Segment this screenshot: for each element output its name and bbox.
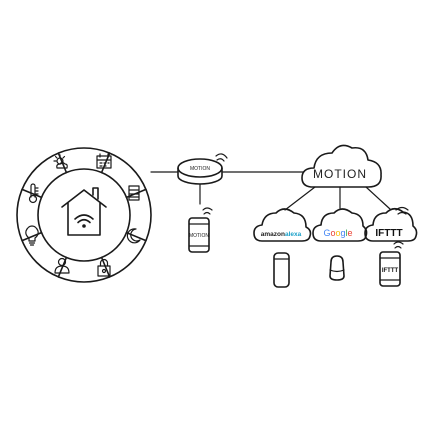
ring-divider bbox=[125, 231, 147, 242]
ifttt-phone-wifi-icon bbox=[393, 241, 404, 249]
ifttt-label: IFTTT bbox=[375, 228, 402, 239]
bulb-icon bbox=[25, 225, 39, 246]
calendar-icon bbox=[96, 153, 112, 169]
ring-outer bbox=[16, 147, 152, 283]
home-ring bbox=[16, 147, 152, 283]
house-icon bbox=[61, 187, 107, 236]
ifttt-cloud: IFTTT bbox=[364, 206, 418, 242]
ifttt-phone: IFTTT bbox=[379, 241, 404, 287]
google-letter: G bbox=[323, 228, 330, 238]
echo-speaker-icon bbox=[273, 252, 290, 288]
moon-icon bbox=[126, 228, 141, 244]
alexa-label: amazonalexa bbox=[261, 231, 302, 238]
ring-divider bbox=[125, 188, 147, 199]
alexa-cloud: amazonalexa bbox=[253, 208, 312, 242]
google-letter: l bbox=[346, 228, 348, 238]
hub-label: MOTION bbox=[190, 166, 210, 172]
wifi-icon bbox=[74, 214, 94, 228]
google-label: Google bbox=[323, 228, 352, 238]
google-letter: o bbox=[335, 228, 340, 238]
person-icon bbox=[54, 257, 70, 274]
lock-icon bbox=[97, 258, 111, 277]
ifttt-phone-label: IFTTT bbox=[382, 268, 399, 274]
google-letter: o bbox=[330, 228, 335, 238]
ring-divider bbox=[21, 188, 43, 199]
google-home-icon bbox=[329, 255, 345, 281]
hub-wifi-icon bbox=[215, 153, 228, 162]
cloud-branches bbox=[284, 186, 391, 211]
blind-icon bbox=[128, 185, 140, 201]
google-cloud: Google bbox=[312, 208, 368, 242]
ifttt-wifi-icon bbox=[395, 206, 409, 215]
ring-inner bbox=[37, 168, 131, 262]
cloud-label: MOTION bbox=[313, 167, 367, 181]
google-letter: g bbox=[341, 228, 346, 238]
google-letter: e bbox=[348, 228, 353, 238]
motion-cloud: MOTION bbox=[301, 144, 382, 188]
sun-cloud-icon bbox=[53, 154, 68, 169]
thermometer-icon bbox=[28, 183, 39, 204]
motion-hub: MOTION bbox=[177, 153, 228, 185]
phone-device: MOTION bbox=[188, 207, 213, 253]
ring-divider bbox=[100, 256, 111, 278]
phone-wifi-icon bbox=[202, 207, 213, 215]
phone-label: MOTION bbox=[189, 233, 209, 239]
